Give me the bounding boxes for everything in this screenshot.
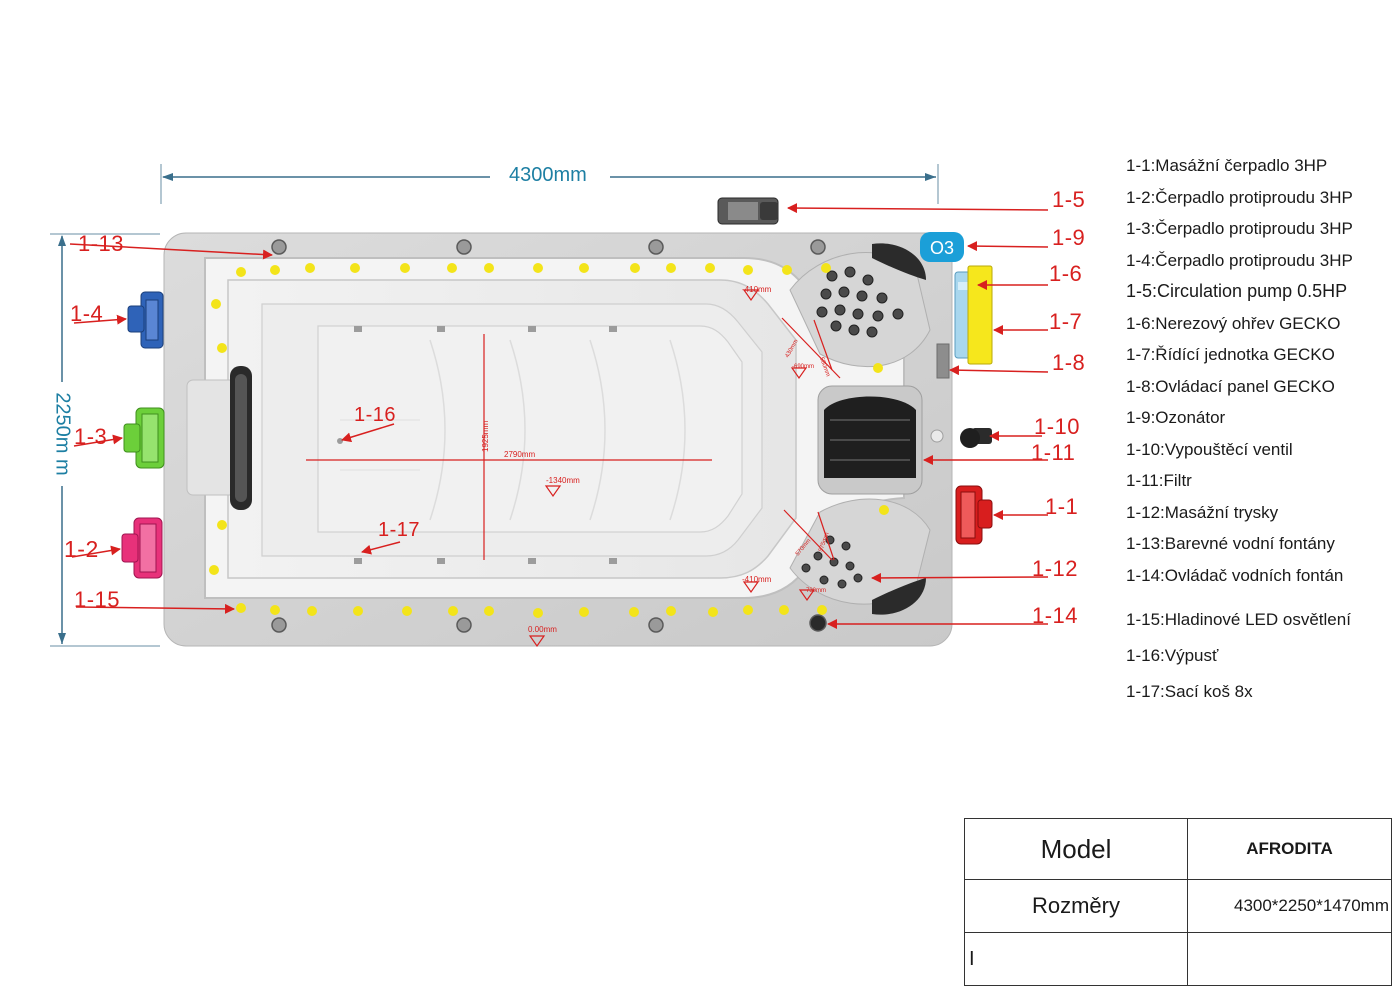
component-legend: 1-1:Masážní čerpadlo 3HP 1-2:Čerpadlo pr… bbox=[1126, 150, 1396, 712]
size-value: 4300*2250*1470mm bbox=[1187, 879, 1392, 933]
legend-item: 1-8:Ovládací panel GECKO bbox=[1126, 376, 1335, 396]
control-unit-1-7-icon bbox=[967, 265, 993, 365]
massage-jets bbox=[801, 266, 904, 589]
pump-1-2-icon bbox=[121, 517, 163, 579]
callout-arrows bbox=[69, 203, 1049, 629]
callout-1-1: 1-1 bbox=[1045, 494, 1079, 519]
callout-1-14: 1-14 bbox=[1032, 603, 1079, 628]
legend-item: 1-4:Čerpadlo protiproudu 3HP bbox=[1126, 250, 1353, 270]
top-depth-label: -410mm bbox=[742, 285, 772, 294]
size-label: Rozměry bbox=[964, 879, 1188, 933]
callout-1-13: 1-13 bbox=[78, 231, 125, 256]
legend-item: 1-12:Masážní trysky bbox=[1126, 502, 1279, 522]
overall-height-label: 2250m m bbox=[51, 392, 74, 476]
inner-measurements bbox=[306, 289, 841, 648]
suction-strainers bbox=[337, 326, 617, 564]
legend-item: 1-16:Výpusť bbox=[1126, 645, 1219, 665]
pump-1-4-icon bbox=[127, 291, 164, 349]
legend-item: 1-11:Filtr bbox=[1126, 471, 1192, 490]
legend-item: 1-3:Čerpadlo protiproudu 3HP bbox=[1126, 219, 1353, 238]
extra-label: I bbox=[964, 932, 1188, 986]
legend-item: 1-14:Ovládač vodních fontán bbox=[1126, 565, 1344, 585]
extra-value bbox=[1187, 932, 1392, 986]
legend-item: 1-5:Circulation pump 0.5HP bbox=[1126, 281, 1348, 301]
legend-item: 1-6:Nerezový ohřev GECKO bbox=[1126, 313, 1341, 333]
seat-depth-2-label: -730mm bbox=[804, 588, 826, 594]
legend-item: 1-17:Sací koš 8x bbox=[1126, 681, 1253, 701]
callout-1-10: 1-10 bbox=[1034, 414, 1081, 439]
legend-item: 1-9:Ozonátor bbox=[1126, 408, 1226, 427]
drain-valve-1-10-icon bbox=[960, 428, 992, 448]
callout-1-15: 1-15 bbox=[74, 587, 121, 612]
legend-item: 1-15:Hladinové LED osvětlení bbox=[1126, 609, 1351, 629]
callout-1-9: 1-9 bbox=[1052, 225, 1086, 250]
seat-depth-label: -690mm bbox=[792, 364, 814, 370]
led-lights bbox=[209, 263, 889, 618]
callout-1-8: 1-8 bbox=[1052, 350, 1086, 375]
callout-1-2: 1-2 bbox=[64, 536, 99, 562]
callout-1-4: 1-4 bbox=[70, 301, 104, 326]
pump-1-1-icon bbox=[955, 485, 993, 545]
callout-1-6: 1-6 bbox=[1049, 261, 1083, 286]
floor-depth-label: 0.00mm bbox=[528, 625, 557, 634]
length-label: 2790mm bbox=[504, 450, 535, 459]
callout-1-3: 1-3 bbox=[74, 424, 108, 449]
callout-1-7: 1-7 bbox=[1049, 309, 1083, 334]
ozonator-1-9-icon: O3 bbox=[920, 232, 964, 262]
bottom-depth-label: -410mm bbox=[742, 575, 772, 584]
callout-1-12: 1-12 bbox=[1032, 556, 1079, 581]
callout-1-5: 1-5 bbox=[1052, 187, 1086, 212]
dimension-lines bbox=[50, 164, 939, 647]
model-value: AFRODITA bbox=[1187, 818, 1392, 880]
legend-item: 1-2:Čerpadlo protiproudu 3HP bbox=[1126, 187, 1353, 207]
callout-1-16: 1-16 bbox=[354, 404, 397, 426]
overall-width-label: 4300mm bbox=[509, 164, 587, 186]
spa-shell bbox=[163, 232, 953, 647]
spec-table: Model AFRODITA Rozměry 4300*2250*1470mm … bbox=[964, 818, 1392, 986]
legend-item: 1-1:Masážní čerpadlo 3HP bbox=[1126, 156, 1328, 175]
legend-item: 1-7:Řídící jednotka GECKO bbox=[1126, 345, 1335, 364]
callout-1-17: 1-17 bbox=[378, 519, 421, 541]
ozone-badge: O3 bbox=[930, 238, 954, 258]
fountains bbox=[271, 239, 827, 633]
pump-1-3-icon bbox=[123, 407, 165, 469]
main-depth-label: -1340mm bbox=[546, 476, 580, 485]
legend-item: 1-13:Barevné vodní fontány bbox=[1126, 534, 1335, 553]
legend-item: 1-10:Vypouštěcí ventil bbox=[1126, 439, 1293, 459]
model-label: Model bbox=[964, 818, 1188, 880]
width-label: 1925mm bbox=[481, 421, 490, 452]
callout-1-11: 1-11 bbox=[1031, 440, 1076, 465]
circulation-pump-1-5-icon bbox=[717, 197, 779, 225]
